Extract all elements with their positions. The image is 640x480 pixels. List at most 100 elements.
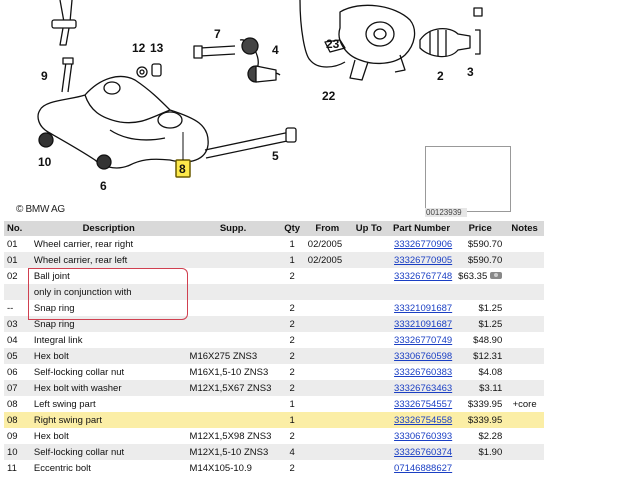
svg-text:2: 2 bbox=[437, 69, 444, 83]
diagram-thumbnail[interactable] bbox=[425, 146, 511, 212]
cell-qty: 2 bbox=[280, 268, 305, 284]
part-number-link[interactable]: 33326770906 bbox=[394, 238, 453, 250]
cell-price: $1.25 bbox=[455, 300, 505, 316]
part-number-link[interactable]: 07146888627 bbox=[394, 462, 453, 474]
cell-description: Self-locking collar nut bbox=[31, 364, 187, 380]
cell-no-text: 08 bbox=[7, 398, 18, 410]
cell-price: $339.95 bbox=[455, 412, 506, 428]
cell-price: $339.95 bbox=[455, 396, 505, 412]
cell-description-text: Integral link bbox=[33, 334, 83, 346]
cell-qty-text: 2 bbox=[289, 382, 295, 394]
cell-notes bbox=[505, 268, 544, 284]
cell-no-text: 02 bbox=[7, 270, 18, 282]
cell-from bbox=[304, 284, 350, 300]
cell-supp bbox=[187, 396, 280, 412]
cell-price bbox=[455, 460, 505, 476]
cell-price-text: $1.25 bbox=[478, 302, 503, 314]
table-row[interactable]: 10 Self-locking collar nut M12X1,5-10 ZNS3… bbox=[4, 444, 544, 460]
cell-no-text: 06 bbox=[7, 366, 18, 378]
cell-description: Wheel carrier, rear left bbox=[30, 252, 187, 268]
camera-icon[interactable] bbox=[490, 272, 503, 280]
cell-part-number: 33326767748 bbox=[388, 268, 455, 284]
part-number-link[interactable]: 33306760393 bbox=[394, 430, 453, 442]
cell-qty-text: 1 bbox=[289, 238, 295, 250]
cell-description-text: Self-locking collar nut bbox=[33, 366, 125, 378]
cell-no-text: 09 bbox=[7, 430, 18, 442]
cell-no-text: 08 bbox=[7, 414, 18, 426]
cell-description: Wheel carrier, rear right bbox=[31, 236, 187, 252]
cell-part-number bbox=[387, 284, 456, 300]
cell-no-text: 01 bbox=[7, 254, 18, 266]
cell-no: 10 bbox=[4, 444, 31, 460]
col-part-number: Part Number bbox=[387, 221, 456, 236]
cell-no-text: 10 bbox=[7, 446, 18, 458]
cell-qty: 2 bbox=[280, 332, 305, 348]
cell-description-text: Snap ring bbox=[33, 302, 75, 314]
cell-price: $48.90 bbox=[455, 332, 505, 348]
cell-supp: M12X1,5-10 ZNS3 bbox=[186, 444, 280, 460]
cell-description-text: Snap ring bbox=[33, 318, 75, 330]
svg-text:10: 10 bbox=[38, 155, 52, 169]
part-number-link[interactable]: 33326754558 bbox=[394, 414, 453, 426]
cell-price: $1.90 bbox=[455, 444, 506, 460]
cell-qty: 1 bbox=[280, 396, 305, 412]
part-number-link[interactable]: 33326770905 bbox=[394, 254, 453, 266]
cell-supp: M14X105-10.9 bbox=[187, 460, 280, 476]
cell-no-text: 03 bbox=[7, 318, 18, 330]
part-number-link[interactable]: 33321091687 bbox=[394, 318, 453, 330]
part-number-link[interactable]: 33326767748 bbox=[394, 270, 453, 282]
cell-description-text: Self-locking collar nut bbox=[33, 446, 125, 458]
cell-description: Snap ring bbox=[31, 300, 187, 316]
cell-description-text: only in conjunction with bbox=[33, 286, 132, 298]
parts-table: No. Description Supp. Qty From Up To Par… bbox=[4, 221, 544, 476]
part-number-link[interactable]: 33326763463 bbox=[394, 382, 453, 394]
col-description: Description bbox=[30, 221, 187, 236]
cell-part-number: 33326760383 bbox=[388, 364, 455, 380]
cell-qty-text: 2 bbox=[289, 430, 295, 442]
cell-qty: 4 bbox=[279, 444, 305, 460]
copyright-text: © BMW AG bbox=[16, 204, 65, 215]
part-number-link[interactable]: 33326770749 bbox=[394, 334, 453, 346]
cell-part-number: 33326770905 bbox=[387, 252, 456, 268]
cell-price: $1.25 bbox=[455, 316, 506, 332]
cell-from bbox=[305, 428, 350, 444]
cell-no: 04 bbox=[4, 332, 31, 348]
col-qty: Qty bbox=[279, 221, 305, 236]
part-number-link[interactable]: 33321091687 bbox=[394, 302, 453, 314]
part-number-link[interactable]: 33326760374 bbox=[394, 446, 453, 458]
table-row[interactable]: only in conjunction with bbox=[4, 284, 544, 300]
cell-description-text: Wheel carrier, rear left bbox=[33, 254, 128, 266]
cell-notes: +core bbox=[505, 396, 544, 412]
cell-description-text: Wheel carrier, rear right bbox=[33, 238, 134, 250]
cell-from bbox=[304, 444, 350, 460]
part-number-link[interactable]: 33326754557 bbox=[394, 398, 453, 410]
callout-8[interactable]: 8 bbox=[175, 132, 191, 178]
cell-from bbox=[305, 300, 350, 316]
cell-qty-text: 4 bbox=[289, 446, 295, 458]
cell-qty: 2 bbox=[280, 364, 305, 380]
part-number-link[interactable]: 33326760383 bbox=[394, 366, 453, 378]
cell-price-text: $1.25 bbox=[478, 318, 503, 330]
cell-price: $12.31 bbox=[455, 348, 506, 364]
part-number-link[interactable]: 33306760598 bbox=[394, 350, 453, 362]
cell-description-text: Right swing part bbox=[33, 414, 102, 426]
cell-supp bbox=[187, 268, 280, 284]
cell-supp bbox=[186, 316, 280, 332]
cell-description: Hex bolt with washer bbox=[30, 380, 187, 396]
cell-supp bbox=[186, 284, 280, 300]
cell-qty: 1 bbox=[280, 236, 305, 252]
cell-supp-text: M14X105-10.9 bbox=[189, 462, 252, 474]
